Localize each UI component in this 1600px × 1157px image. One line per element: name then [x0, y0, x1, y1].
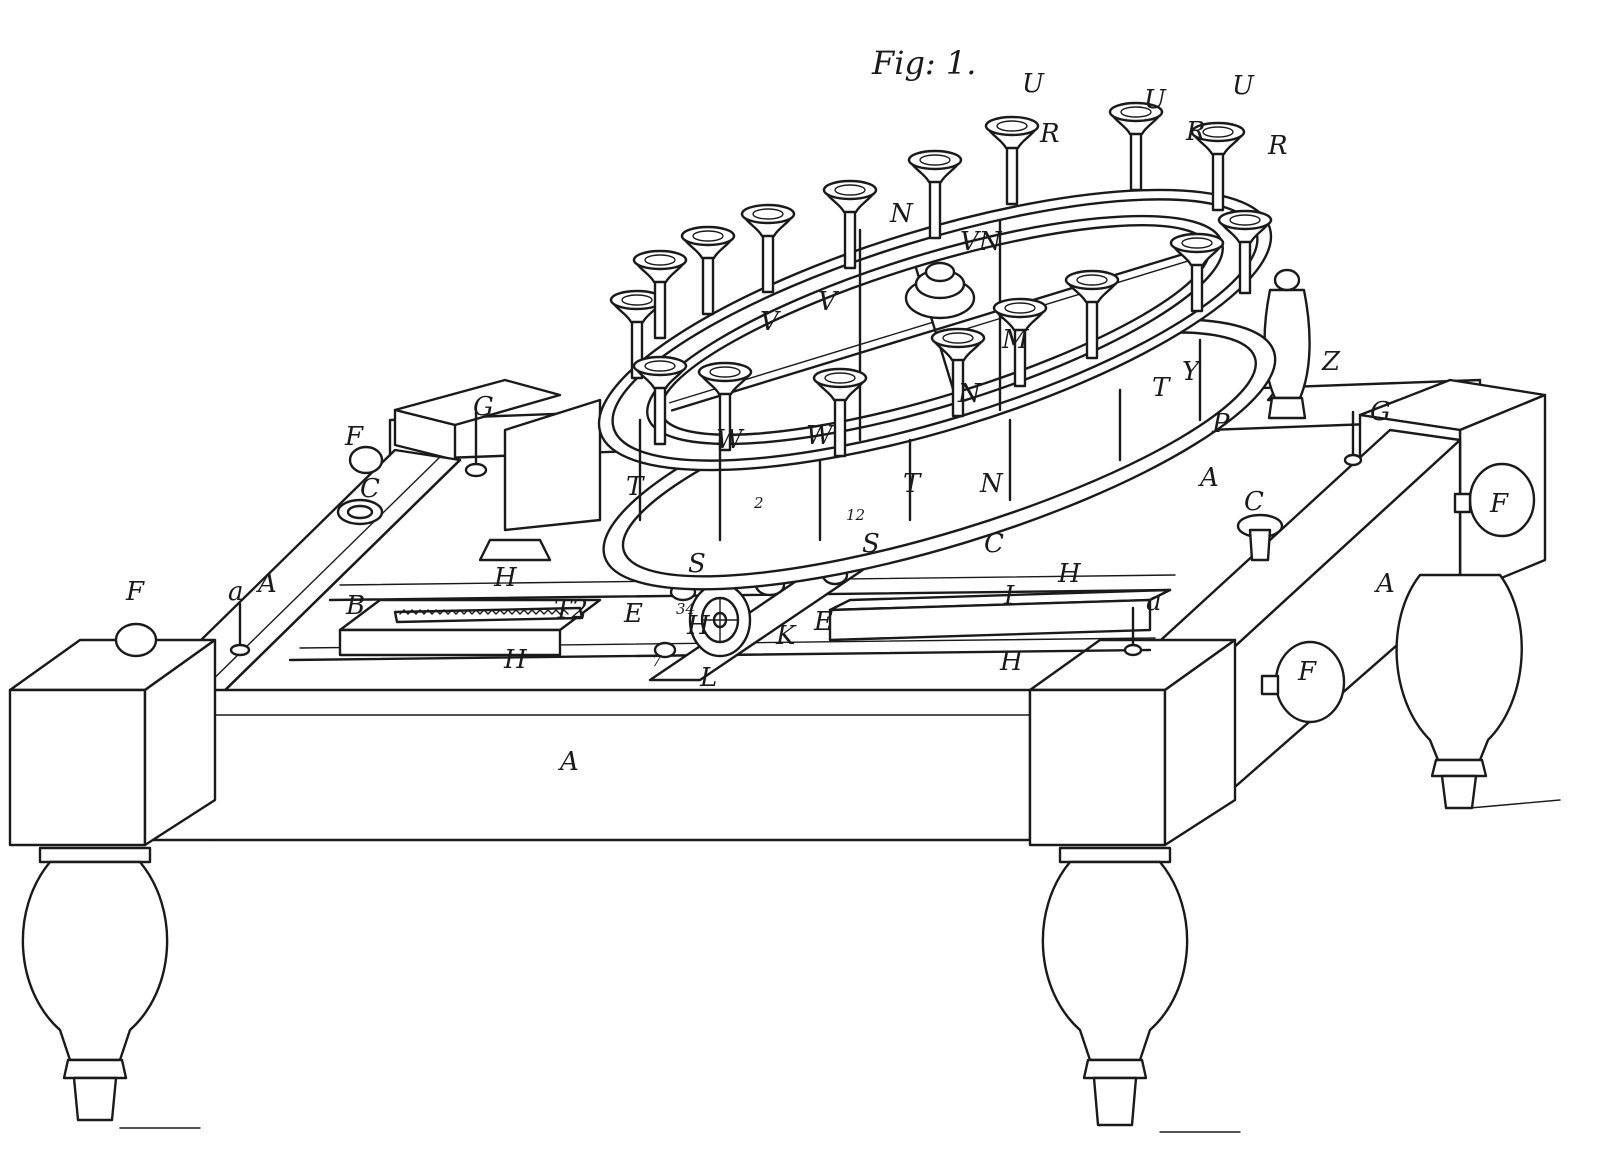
label-R-2: R	[1185, 117, 1206, 147]
label-T-2: T	[903, 469, 922, 499]
label-H-4: H	[1057, 559, 1082, 589]
front-left-block-side	[143, 638, 217, 847]
figure-title: Fig: 1.	[871, 44, 976, 82]
label-G-2: G	[1370, 397, 1391, 427]
front-right-block-side	[1163, 638, 1237, 847]
label-a-1: a	[228, 577, 244, 607]
label-N-3: N	[979, 469, 1004, 499]
leg-back-right	[1395, 573, 1523, 810]
funnel-cup	[680, 225, 736, 316]
label-K: K	[775, 621, 797, 651]
funnel-cup	[1190, 121, 1246, 212]
label-A-front: A	[558, 747, 579, 777]
funnel-cup	[697, 361, 753, 452]
label-L: L	[699, 663, 717, 693]
label-U-1: U	[1022, 69, 1045, 99]
funnel-cup	[992, 297, 1048, 388]
funnel-cup	[930, 327, 986, 418]
label-Y: Y	[1182, 357, 1202, 387]
label-A-ring: A	[1198, 463, 1219, 493]
funnel-cup	[822, 179, 878, 270]
funnel-cup	[907, 149, 963, 240]
label-T-1: T	[1152, 373, 1171, 403]
knob-F-left-front	[114, 622, 158, 658]
label-R-3: R	[1267, 131, 1288, 161]
label-A-right: A	[1374, 569, 1395, 599]
label-C-1: C	[360, 474, 380, 504]
label-W-2: W	[806, 421, 835, 451]
label-V-2: V	[818, 287, 839, 317]
funnel-cup	[812, 367, 868, 458]
funnel-cup	[1108, 101, 1164, 192]
label-H-1: H	[493, 563, 518, 593]
label-W-1: W	[716, 425, 745, 455]
label-F-3: F	[1489, 489, 1509, 519]
label-E-2: E	[813, 607, 833, 637]
label-S-2: S	[862, 529, 880, 559]
label-T2: T2	[554, 595, 588, 625]
rear-block	[503, 398, 602, 532]
label-U-2: U	[1144, 85, 1167, 115]
funnel-cup	[984, 115, 1040, 206]
label-G-1: G	[473, 392, 494, 422]
front-right-block-face	[1028, 688, 1167, 847]
label-R-1: R	[1039, 119, 1060, 149]
label-n7: 7	[652, 652, 662, 670]
label-N-1: N	[889, 199, 914, 229]
front-left-block-face	[8, 688, 147, 847]
label-a-2: a	[1146, 587, 1162, 617]
label-U-3: U	[1232, 71, 1255, 101]
label-M: M	[1001, 325, 1030, 355]
funnel-cups	[609, 101, 1273, 458]
funnel-cup	[1169, 232, 1225, 313]
funnel-cup	[740, 203, 796, 294]
label-S-1: S	[688, 549, 706, 579]
label-B: B	[345, 591, 365, 621]
funnel-cup	[632, 355, 688, 446]
label-I: I	[1003, 581, 1015, 611]
funnel-cup	[609, 289, 665, 380]
label-F-4: F	[1297, 657, 1317, 687]
label-H-5: H	[999, 647, 1024, 677]
label-E-1: E	[623, 599, 643, 629]
front-rail	[148, 688, 1032, 842]
label-n2: 2	[753, 494, 764, 512]
fittings	[114, 268, 1536, 724]
funnel-cup	[1064, 269, 1120, 360]
label-H-3: H	[686, 611, 711, 641]
funnel-cup	[632, 249, 688, 340]
legs	[21, 573, 1561, 1133]
leg-front-left	[21, 846, 169, 1122]
label-n12: 12	[846, 506, 865, 524]
label-A-left: A	[256, 569, 277, 599]
label-P: P	[1211, 409, 1230, 439]
label-C-2: C	[984, 529, 1004, 559]
label-n34: 34	[676, 600, 695, 618]
label-T-3: T	[626, 472, 645, 502]
label-VN: VN	[960, 227, 1003, 257]
label-Z: Z	[1321, 347, 1341, 377]
labels: Fig: 1. U U U R R R N VN V V M N N Y T T…	[125, 44, 1509, 777]
label-V-1: V	[760, 307, 781, 337]
leg-front-right	[1041, 846, 1189, 1127]
table-frame	[8, 378, 1547, 847]
label-H-2: H	[503, 645, 528, 675]
funnel-cup	[1217, 209, 1273, 295]
label-C-3: C	[1244, 487, 1264, 517]
label-F-1: F	[344, 422, 364, 452]
knob-F-left-back	[348, 445, 384, 475]
label-N-2: N	[957, 379, 982, 409]
label-F-2: F	[125, 577, 145, 607]
